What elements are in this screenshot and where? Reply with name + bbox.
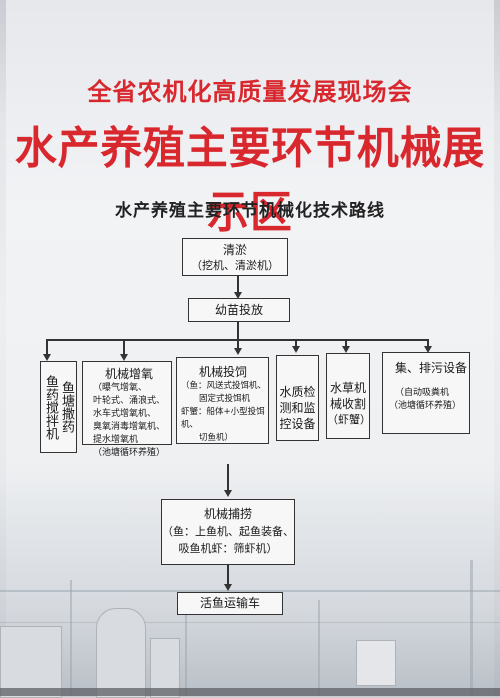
node-feeding-item: 固定式投饵机: [199, 394, 251, 404]
node-water-quality-line: 水质检: [279, 385, 316, 399]
node-sewage: 集、排污设备 （自动吸粪机 （池塘循环养殖）: [382, 352, 470, 434]
roof-beam: [0, 590, 500, 592]
node-sewage-title: 集、排污设备: [395, 361, 468, 375]
node-fry-release-title: 幼苗投放: [214, 303, 263, 317]
node-fry-release: 幼苗投放: [188, 298, 290, 322]
node-harvesting: 机械捕捞 （鱼：上鱼机、起鱼装备、 吸鱼机虾：筛虾机）: [161, 499, 295, 565]
equipment-tank: [96, 608, 146, 698]
connector-line: [345, 339, 347, 349]
connector-line: [237, 320, 239, 340]
node-weed-harvest-line: 水草机: [329, 381, 366, 395]
node-water-quality-line: 控设备: [279, 417, 316, 431]
node-clearing-title: 清淤: [222, 243, 247, 257]
node-feeding-item: 切鱼机）: [199, 433, 234, 443]
conference-title: 全省农机化高质量发展现场会: [87, 78, 413, 106]
support-pillar: [470, 560, 473, 696]
floor-rail: [0, 688, 500, 696]
support-pillar: [185, 600, 187, 696]
roof-beam: [0, 622, 500, 623]
node-harvesting-title: 机械捕捞: [203, 507, 252, 521]
route-title: 水产养殖主要环节机械化技术路线: [115, 201, 385, 221]
arrow-down: [292, 346, 300, 353]
node-drug-mixer: 鱼塘撒药 鱼药搅拌机: [40, 361, 77, 453]
arrow-down: [43, 354, 51, 361]
node-harvesting-line: 吸鱼机虾：筛虾机）: [178, 542, 278, 555]
node-drug-mixer-text: 鱼塘撒药 鱼药搅拌机: [41, 362, 76, 452]
node-drug-mixer-col1: 鱼塘撒药: [59, 381, 74, 433]
arrow-down: [342, 346, 350, 353]
node-feeding-item: （鱼：风送式投饵机、: [181, 381, 267, 391]
equipment-tank: [0, 626, 62, 698]
support-pillar: [318, 600, 320, 696]
node-weed-harvest: 水草机 械收割 （虾蟹）: [326, 353, 371, 439]
arrow-down: [224, 490, 232, 497]
control-cabinet: [356, 640, 396, 686]
node-aeration-item: 提水增氧机: [93, 435, 139, 445]
node-aeration-item: （曝气增氧、: [93, 383, 148, 393]
node-sewage-item: （自动吸粪机: [395, 388, 450, 398]
greenhouse-background: [0, 560, 500, 698]
node-live-fish-transport-title: 活鱼运输车: [199, 596, 260, 610]
node-clearing-detail: （挖机、清淤机）: [191, 259, 279, 272]
node-aeration-item: 水车式增氧机、: [93, 409, 157, 419]
arrow-down: [234, 348, 242, 355]
node-aeration-item: （池塘循环养殖）: [93, 448, 166, 458]
node-aeration-item: 叶轮式、涌浪式、: [93, 396, 166, 406]
connector-line: [227, 464, 229, 492]
node-sewage-item: （池塘循环养殖）: [389, 401, 462, 411]
connector-line: [237, 339, 239, 349]
exhibition-area-title: 水产养殖主要环节机械展示区: [14, 123, 486, 238]
support-pillar: [70, 580, 72, 696]
node-water-quality: 水质检 测和监 控设备: [276, 355, 319, 441]
node-water-quality-line: 测和监: [279, 401, 316, 415]
node-feeding: 机械投饲 （鱼：风送式投饵机、 固定式投饵机 虾蟹：船体+小型投饵机、 切鱼机）: [176, 357, 269, 444]
node-feeding-title: 机械投饲: [199, 365, 248, 379]
arrow-down: [234, 292, 242, 299]
connector-line: [295, 339, 297, 349]
node-weed-harvest-line: （虾蟹）: [327, 413, 371, 426]
node-live-fish-transport: 活鱼运输车: [177, 592, 283, 615]
node-drug-mixer-col2: 鱼药搅拌机: [43, 374, 58, 440]
arrow-down: [120, 354, 128, 361]
node-aeration-item: 臭氧消毒增氧机、: [93, 422, 166, 432]
arrow-down: [224, 584, 232, 591]
node-feeding-item: 虾蟹：船体+小型投饵机、: [181, 407, 265, 430]
connector-line: [123, 339, 125, 355]
connector-line: [46, 339, 48, 355]
arrow-down: [424, 346, 432, 353]
node-aeration: 机械增氧 （曝气增氧、 叶轮式、涌浪式、 水车式增氧机、 臭氧消毒增氧机、 提水…: [82, 361, 172, 458]
connector-line: [237, 276, 239, 296]
node-harvesting-line: （鱼：上鱼机、起鱼装备、: [162, 525, 294, 538]
node-weed-harvest-line: 械收割: [329, 397, 366, 411]
connector-line: [227, 565, 229, 585]
node-aeration-title: 机械增氧: [105, 367, 154, 381]
connector-line: [427, 339, 429, 349]
node-clearing: 清淤 （挖机、清淤机）: [182, 238, 288, 276]
